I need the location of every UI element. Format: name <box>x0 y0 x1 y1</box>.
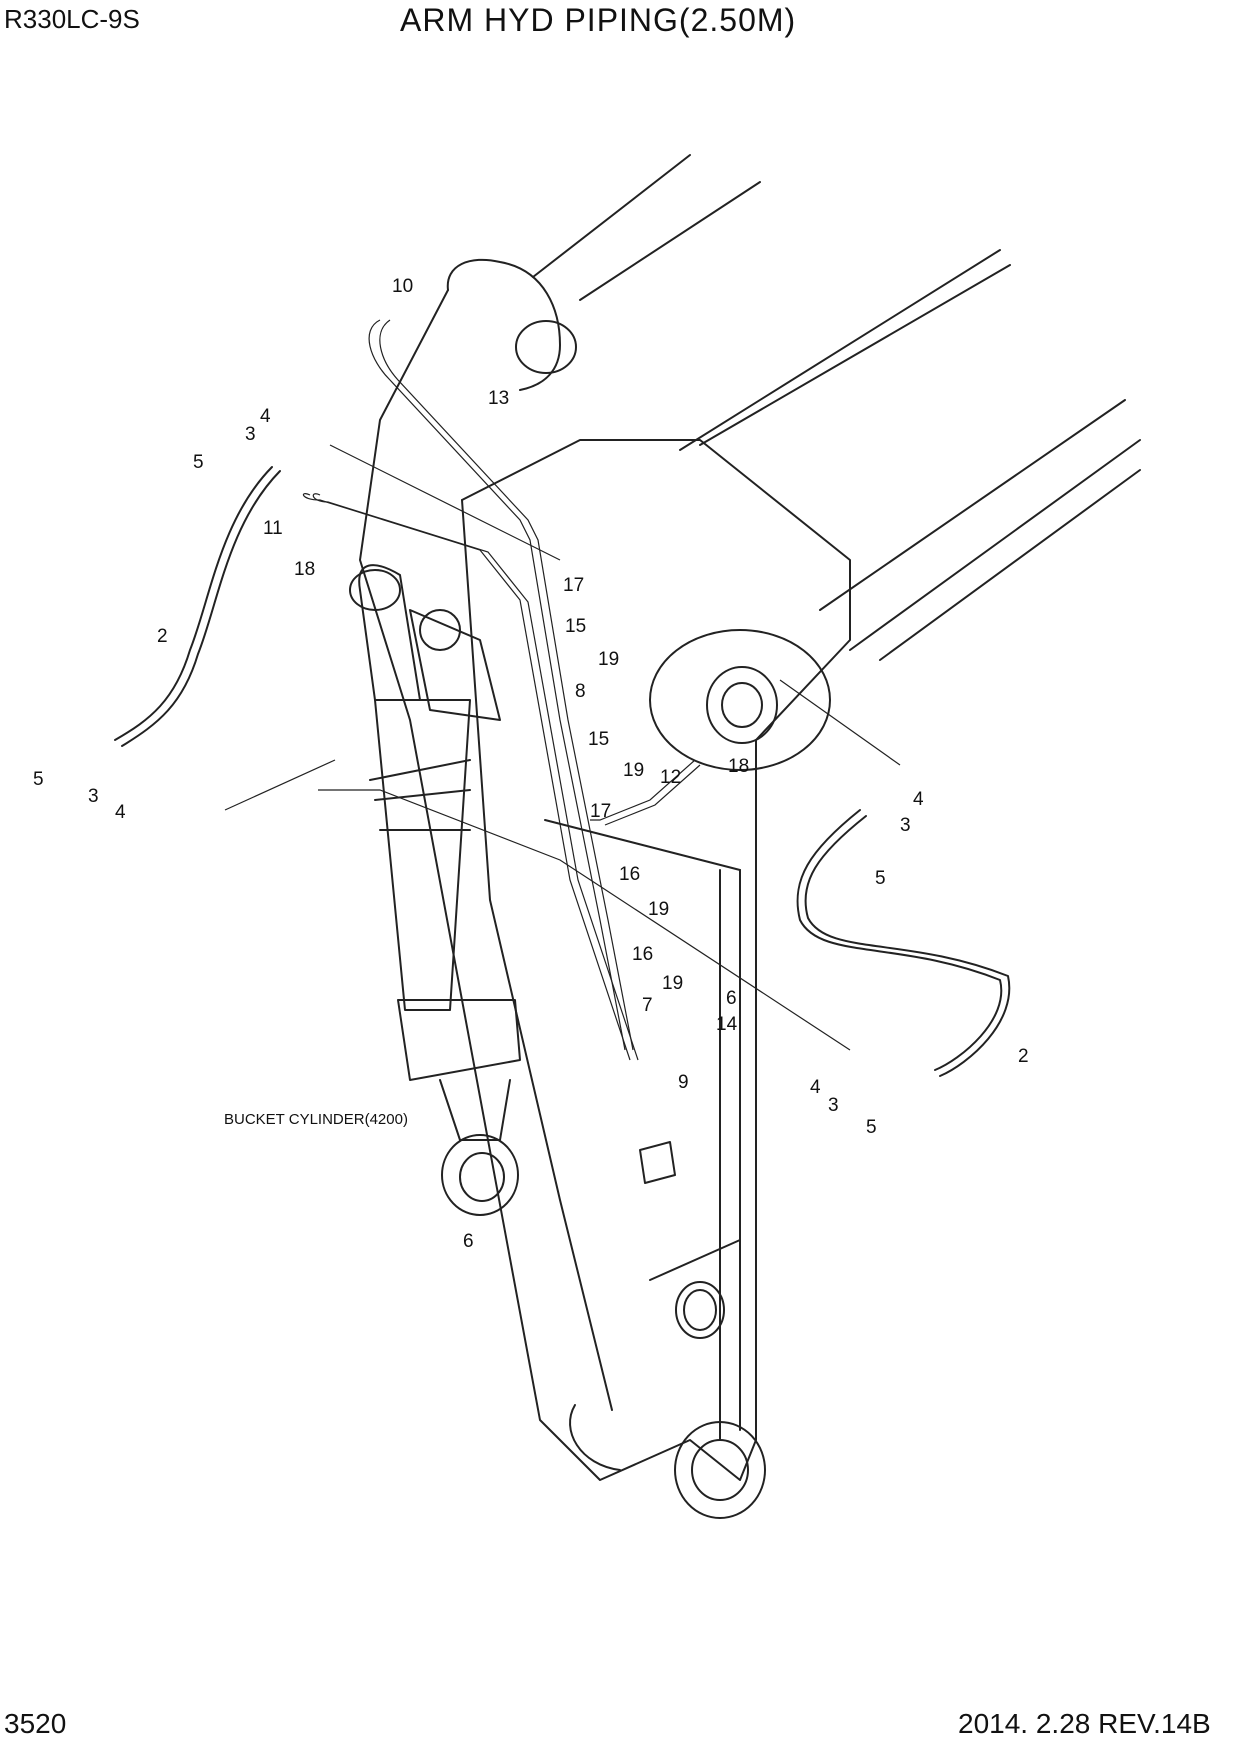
callout-19c: 19 <box>648 899 669 920</box>
callout-2: 2 <box>157 626 168 647</box>
callout-4: 4 <box>260 406 271 427</box>
callout-16: 16 <box>619 864 640 885</box>
revision-date: 2014. 2.28 REV.14B <box>958 1708 1211 1739</box>
callout-4c: 4 <box>810 1077 821 1098</box>
callout-12: 12 <box>660 767 681 788</box>
callout-8: 8 <box>575 681 586 702</box>
leader-lines <box>224 444 901 1051</box>
callout-13: 13 <box>488 388 509 409</box>
callout-17: 17 <box>563 575 584 596</box>
callout-19b: 19 <box>623 760 644 781</box>
callout-3: 3 <box>245 424 256 445</box>
callout-17b: 17 <box>590 801 611 822</box>
callout-6: 6 <box>726 988 737 1009</box>
callout-9: 9 <box>678 1072 689 1093</box>
boom-outline <box>532 154 1141 661</box>
model-code: R330LC-9S <box>4 4 140 34</box>
callout-5d: 5 <box>875 868 886 889</box>
callout-5: 5 <box>193 452 204 473</box>
piping <box>114 319 1011 1077</box>
callout-18b: 18 <box>728 756 749 777</box>
bucket-cylinder-note: BUCKET CYLINDER(4200) <box>224 1111 408 1128</box>
callout-15b: 15 <box>588 729 609 750</box>
callout-4b: 4 <box>115 802 126 823</box>
part-callouts: 10 13 4 3 5 11 18 17 15 19 8 2 15 19 5 3… <box>33 276 1029 1252</box>
callout-3d: 3 <box>900 815 911 836</box>
callout-19d: 19 <box>662 973 683 994</box>
callout-7: 7 <box>642 995 653 1016</box>
callout-18: 18 <box>294 559 315 580</box>
callout-4d: 4 <box>913 789 924 810</box>
callout-6b: 6 <box>463 1231 474 1252</box>
callout-3b: 3 <box>88 786 99 807</box>
callout-10: 10 <box>392 276 413 297</box>
callout-19: 19 <box>598 649 619 670</box>
callout-15: 15 <box>565 616 586 637</box>
page-number: 3520 <box>4 1708 67 1739</box>
callout-5c: 5 <box>866 1117 877 1138</box>
callout-2b: 2 <box>1018 1046 1029 1067</box>
page-title: ARM HYD PIPING(2.50M) <box>400 2 797 38</box>
callout-14: 14 <box>716 1014 738 1035</box>
callout-5b: 5 <box>33 769 44 790</box>
callout-16b: 16 <box>632 944 653 965</box>
bucket-cylinder <box>349 564 521 1216</box>
callout-11: 11 <box>263 518 283 539</box>
callout-3c: 3 <box>828 1095 839 1116</box>
